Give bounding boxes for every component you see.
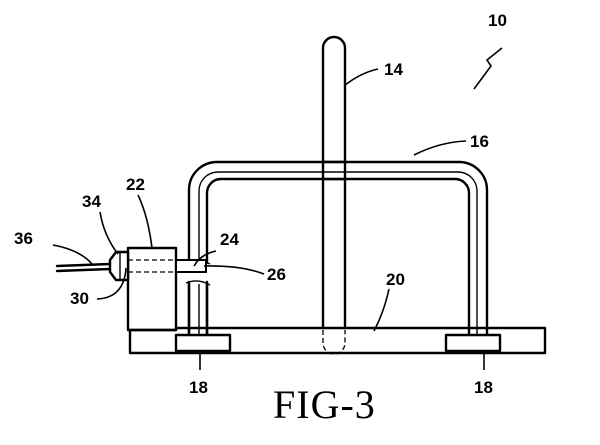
housing [126,246,178,332]
ref-24: 24 [220,230,239,249]
figure-caption: FIG-3 [273,382,376,427]
ref-18-right: 18 [474,378,493,397]
ref-26: 26 [267,265,286,284]
ref-16: 16 [470,132,489,151]
ref-22: 22 [126,175,145,194]
ref-18-left: 18 [189,378,208,397]
vertical-post [321,35,347,355]
foot-right [444,333,502,353]
leader-lines [52,47,503,370]
ref-36: 36 [14,229,33,248]
ref-30: 30 [70,289,89,308]
ref-10: 10 [488,11,507,30]
ref-14: 14 [384,60,403,79]
ref-20: 20 [386,270,405,289]
ref-34: 34 [82,192,101,211]
cable [55,262,112,273]
foot-left [174,333,232,353]
